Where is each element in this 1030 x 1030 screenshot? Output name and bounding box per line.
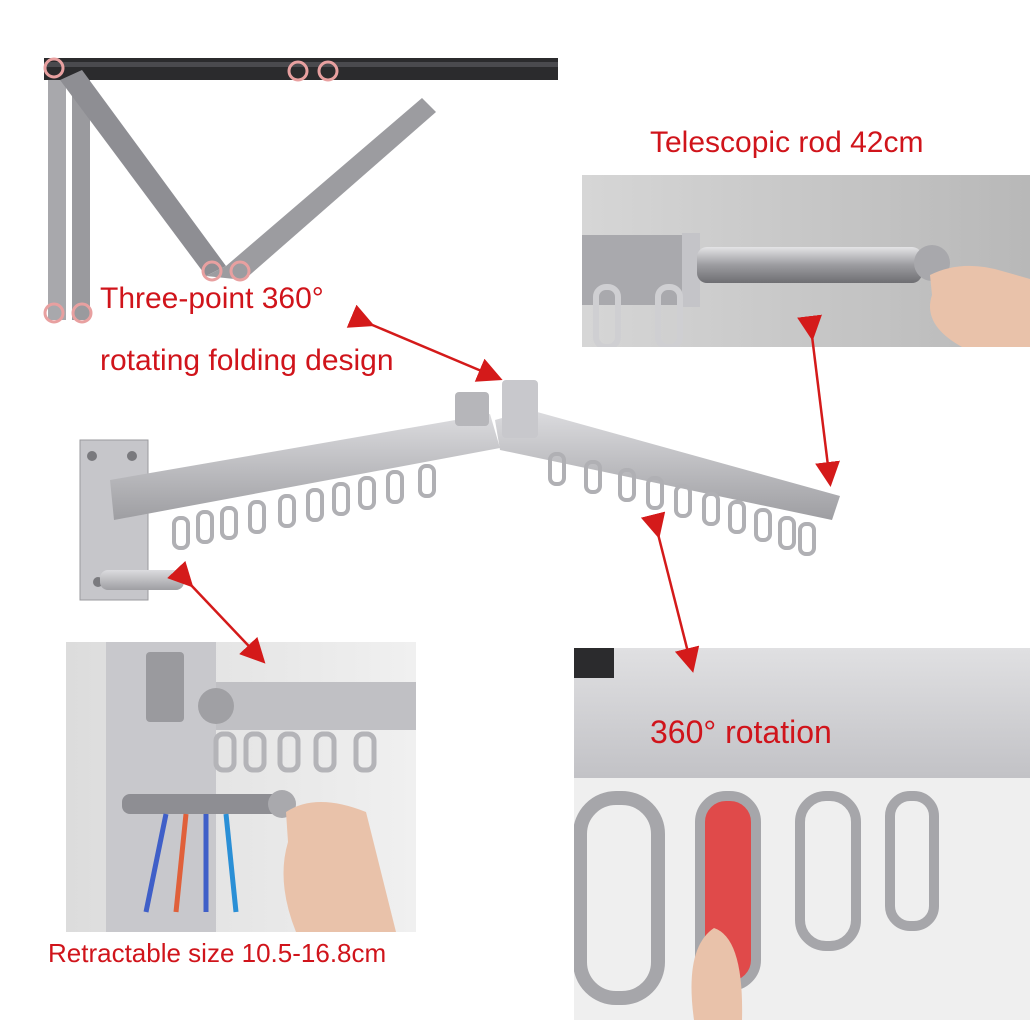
telescopic-rod-photo bbox=[582, 175, 1030, 347]
retractable-rod-photo bbox=[66, 642, 416, 932]
rotation-hook-photo bbox=[574, 648, 1030, 1020]
three-point-caption-line1: Three-point 360° bbox=[100, 282, 324, 315]
telescopic-caption: Telescopic rod 42cm bbox=[650, 126, 924, 159]
three-point-caption-line2: rotating folding design bbox=[100, 344, 394, 377]
retractable-caption: Retractable size 10.5-16.8cm bbox=[48, 938, 387, 968]
rack-main-illustration bbox=[70, 370, 850, 610]
rotation-caption: 360° rotation bbox=[650, 714, 832, 750]
folding-diagram bbox=[30, 40, 570, 340]
